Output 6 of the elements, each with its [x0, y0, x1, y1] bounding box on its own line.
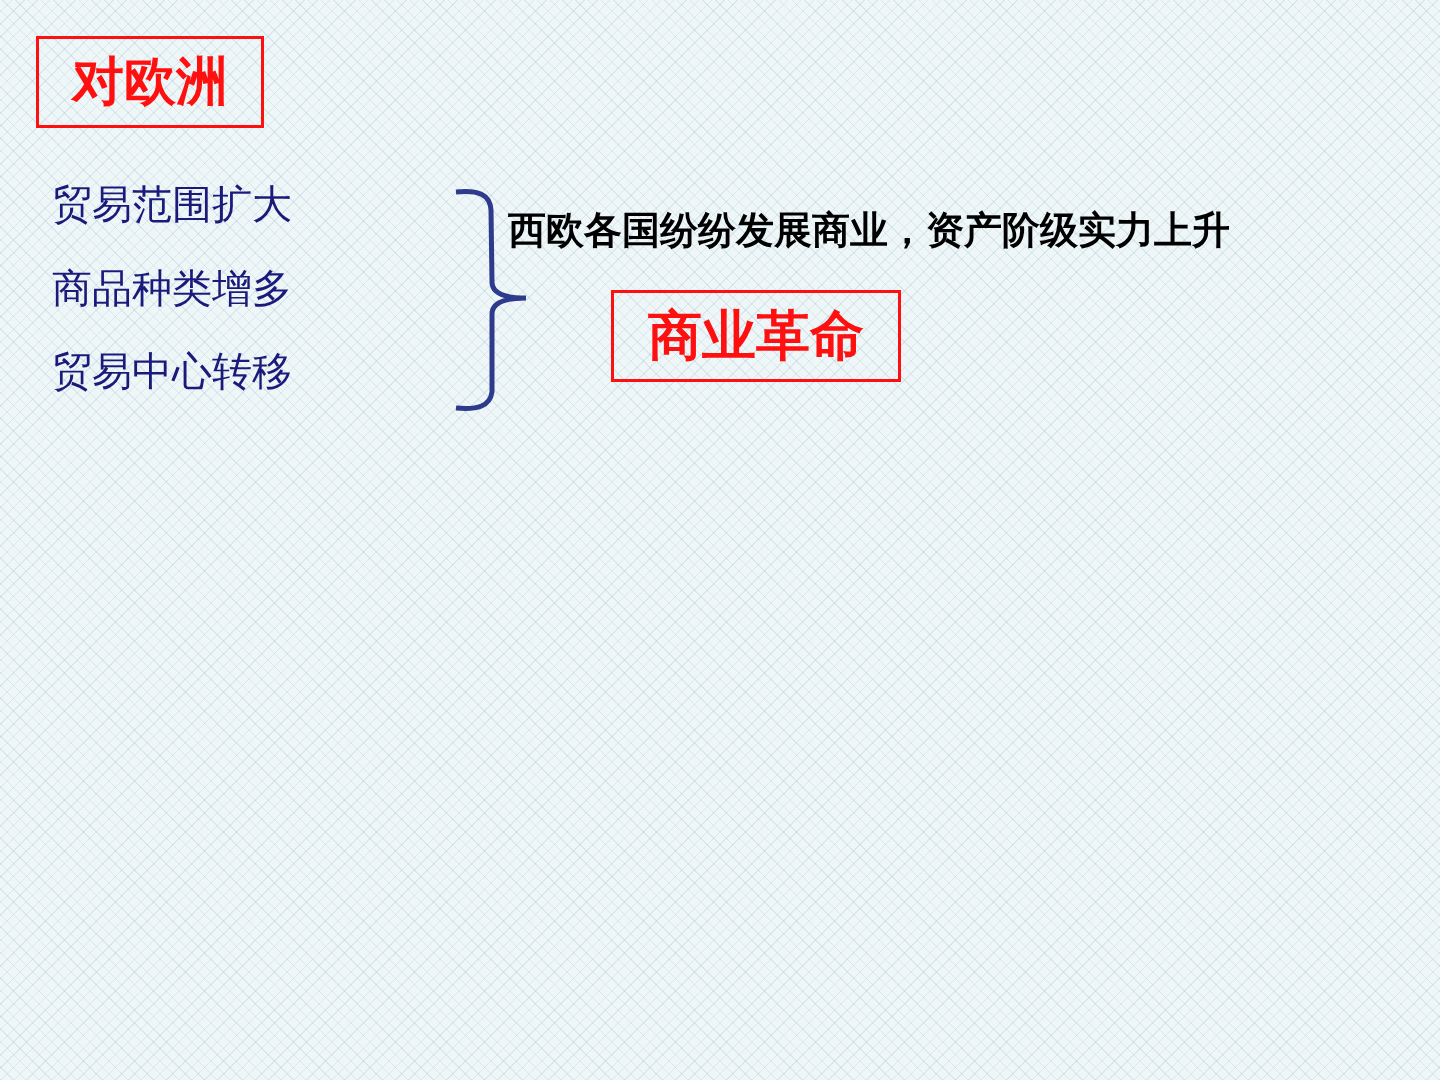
cause-text: 商品种类增多 — [52, 264, 292, 312]
title-box: 商业革命 — [611, 290, 901, 382]
cause-text: 贸易中心转移 — [52, 347, 292, 395]
cause-text: 贸易范围扩大 — [52, 180, 292, 228]
title-box: 对欧洲 — [36, 36, 264, 128]
result-text: 西欧各国纷纷发展商业，资产阶级实力上升 — [508, 208, 1230, 254]
